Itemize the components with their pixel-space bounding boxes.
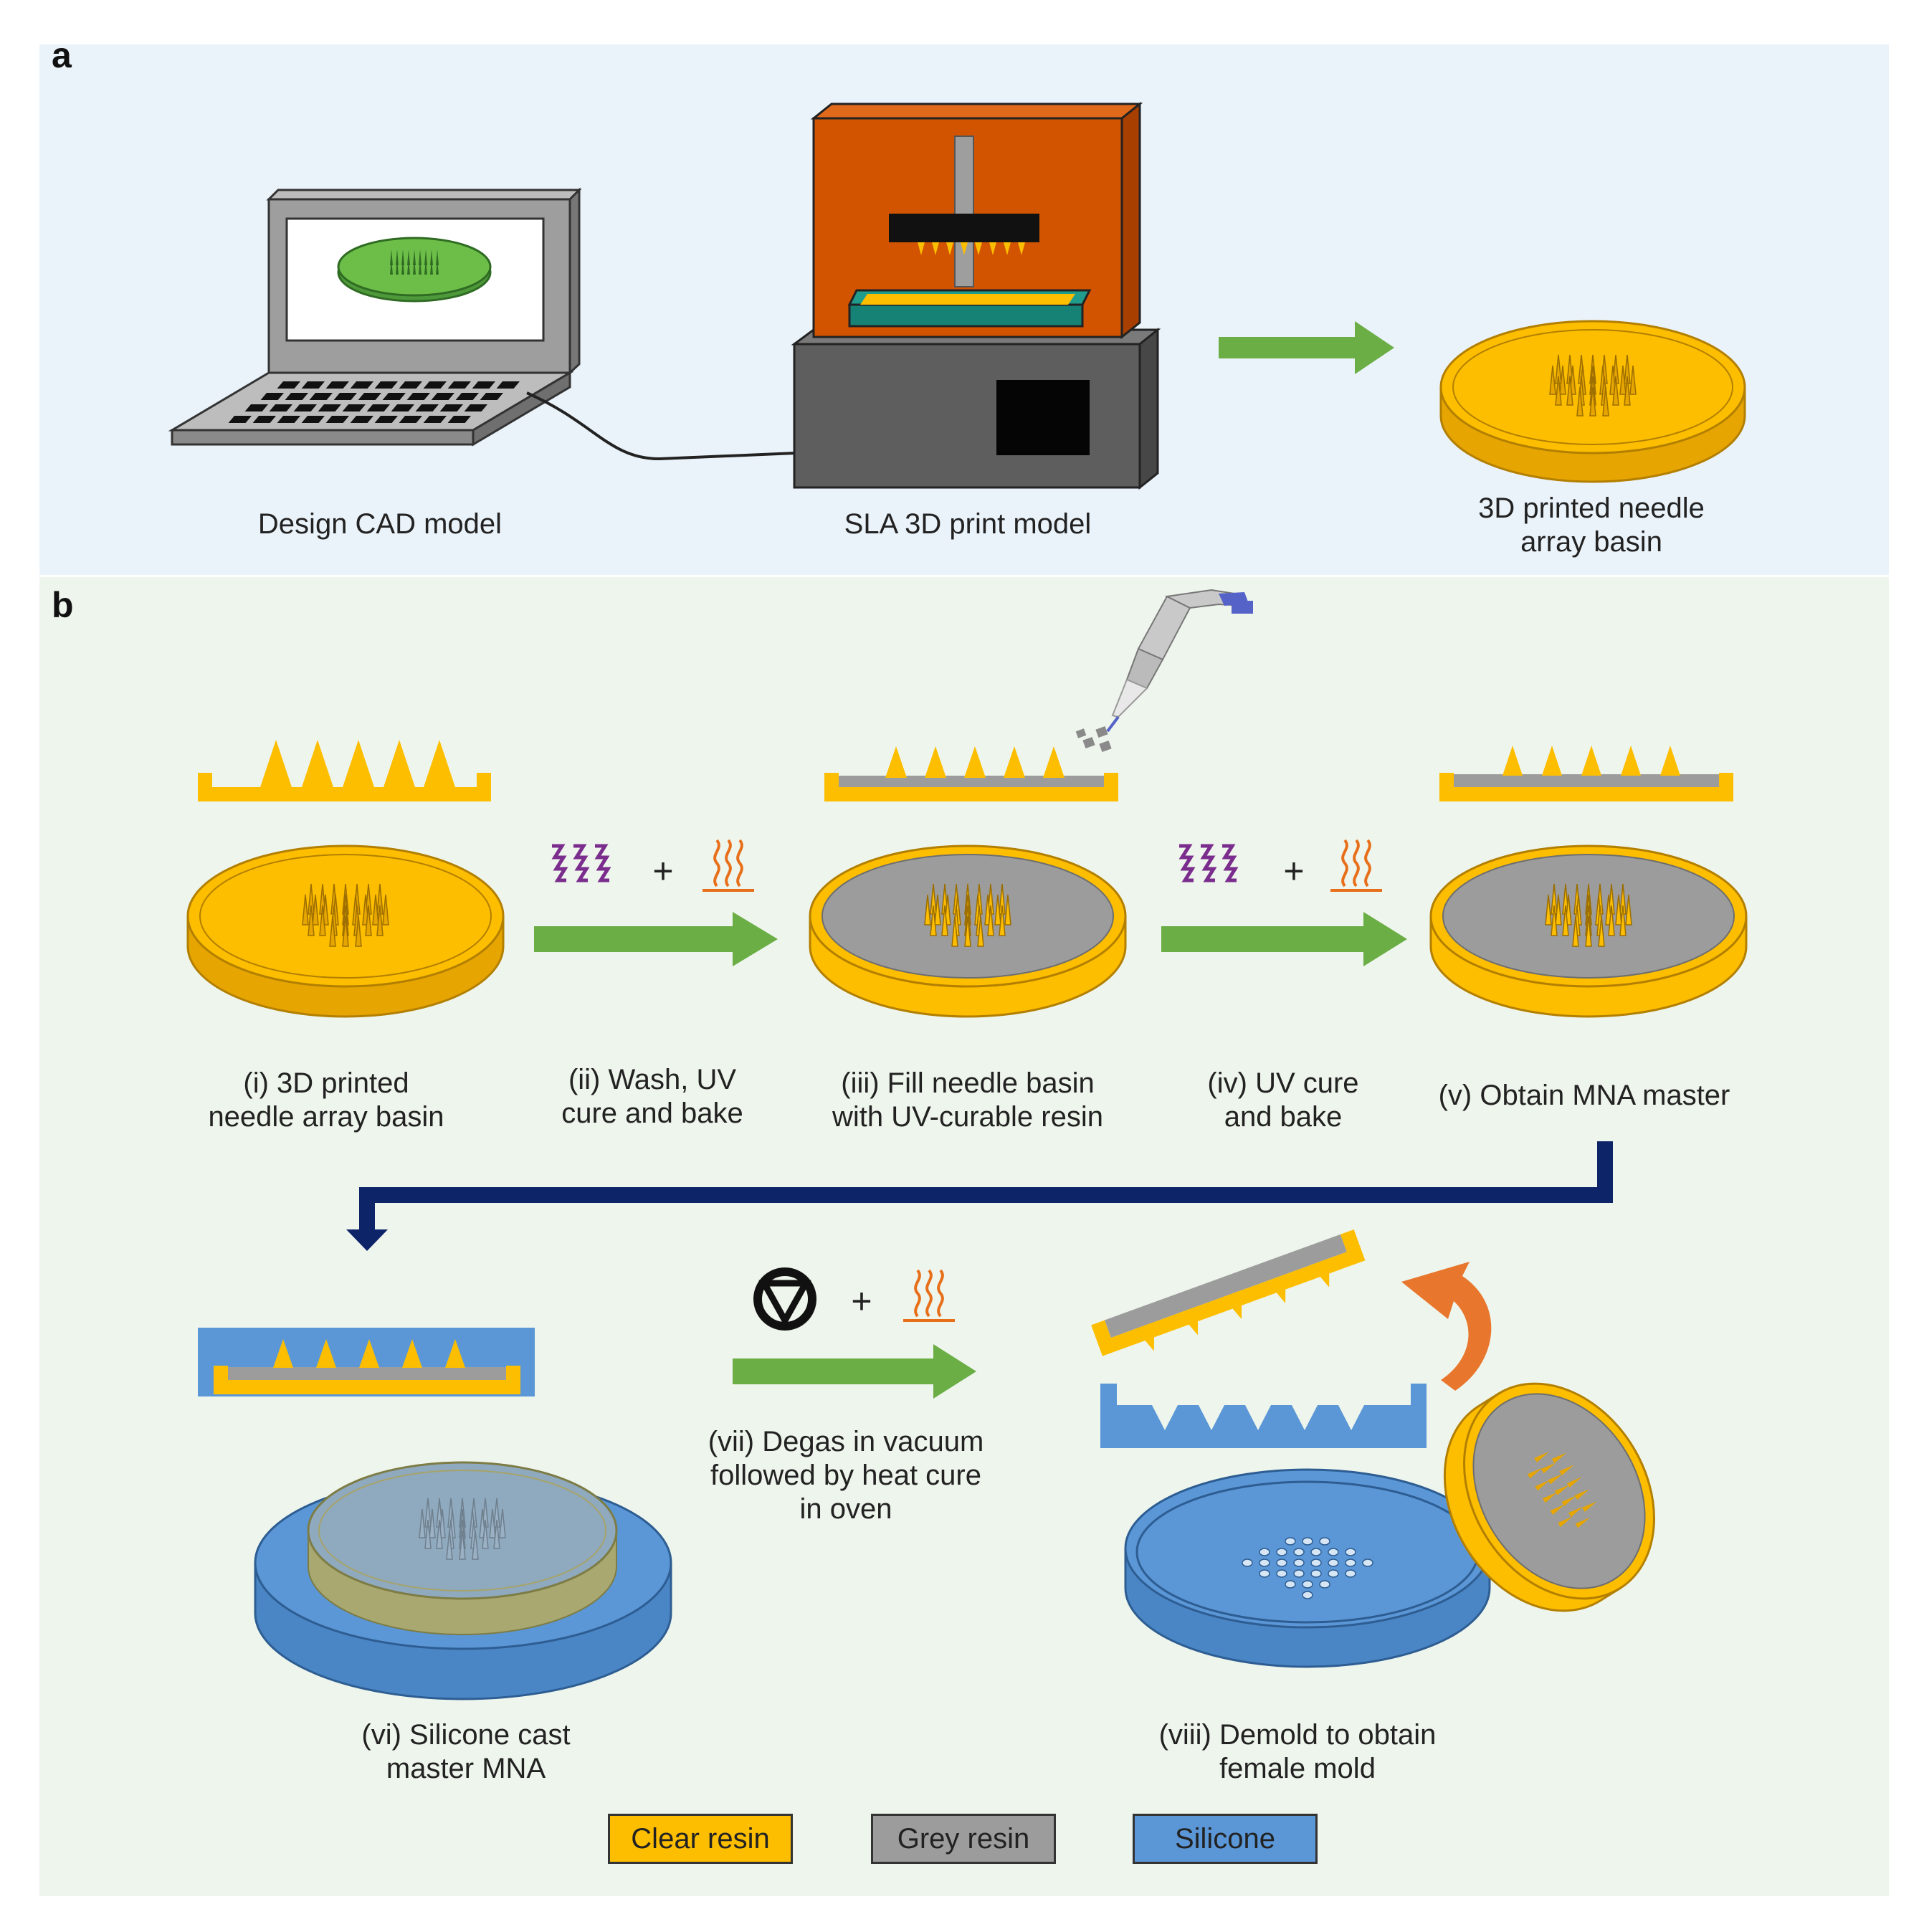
legend-grey-resin: Grey resin bbox=[871, 1814, 1056, 1864]
basin-3-icon bbox=[809, 844, 1127, 1018]
heat-icon bbox=[703, 839, 754, 892]
laptop-icon bbox=[168, 187, 582, 447]
basin-a-icon bbox=[1439, 320, 1746, 483]
basin-6-icon bbox=[254, 1461, 672, 1700]
sla-printer-icon bbox=[791, 101, 1161, 490]
label-step-2: (ii) Wash, UV cure and bake bbox=[561, 1064, 743, 1129]
label-step-3: (iii) Fill needle basin with UV-curable … bbox=[832, 1067, 1103, 1133]
heat-icon bbox=[1330, 839, 1382, 892]
label-step-4: (iv) UV cure and bake bbox=[1207, 1067, 1359, 1133]
cross-section-5 bbox=[1439, 746, 1733, 801]
arrow-panel-a bbox=[1219, 321, 1394, 374]
tilted-master-disc bbox=[1443, 1382, 1655, 1612]
plus-sign: + bbox=[652, 851, 673, 891]
label-cad: Design CAD model bbox=[257, 508, 503, 540]
female-mold-cross-section bbox=[1100, 1384, 1427, 1448]
heat-icon bbox=[903, 1269, 955, 1322]
panel-b-letter: b bbox=[52, 585, 74, 625]
basin-5-icon bbox=[1429, 844, 1748, 1018]
cross-section-1 bbox=[198, 740, 491, 801]
basin-1-icon bbox=[186, 844, 505, 1018]
female-mold-round-icon bbox=[1124, 1468, 1491, 1668]
navy-connector-arrow bbox=[346, 1141, 1613, 1251]
arrow-step-2 bbox=[534, 912, 778, 966]
pipette-icon bbox=[1075, 589, 1253, 753]
arrow-step-7 bbox=[733, 1344, 976, 1399]
curved-arrow-icon bbox=[1401, 1262, 1492, 1391]
demolding-master bbox=[1091, 1229, 1366, 1356]
label-step-6: (vi) Silicone cast master MNA bbox=[361, 1719, 571, 1784]
label-print: SLA 3D print model bbox=[844, 508, 1092, 540]
label-step-8: (viii) Demold to obtain female mold bbox=[1158, 1719, 1437, 1784]
plus-sign: + bbox=[1283, 851, 1304, 891]
panel-a-letter: a bbox=[52, 35, 72, 75]
arrow-step-4 bbox=[1161, 912, 1407, 966]
legend-silicone: Silicone bbox=[1133, 1814, 1318, 1864]
uv-light-icon bbox=[551, 844, 611, 882]
cross-section-6 bbox=[198, 1328, 535, 1396]
cable bbox=[526, 391, 796, 461]
plus-sign: + bbox=[851, 1281, 872, 1321]
legend-clear-resin: Clear resin bbox=[608, 1814, 793, 1864]
label-step-1: (i) 3D printed needle array basin bbox=[208, 1067, 444, 1133]
label-step-5: (v) Obtain MNA master bbox=[1438, 1080, 1730, 1111]
label-basin-a: 3D printed needle array basin bbox=[1478, 492, 1705, 558]
label-step-7: (vii) Degas in vacuum followed by heat c… bbox=[708, 1426, 984, 1525]
vacuum-icon bbox=[753, 1267, 816, 1331]
uv-light-icon bbox=[1178, 844, 1239, 882]
cross-section-3 bbox=[824, 746, 1118, 801]
